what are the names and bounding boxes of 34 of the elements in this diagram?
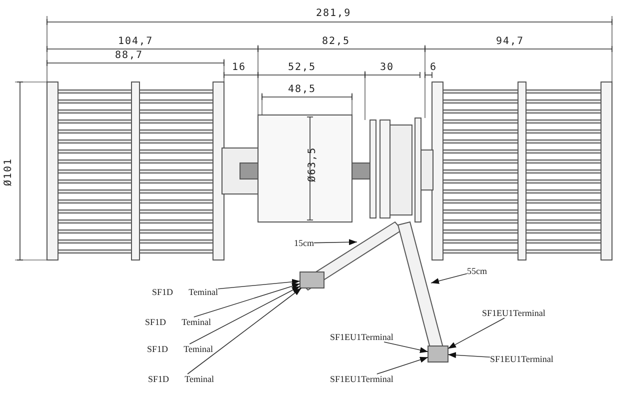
dimension-text: 16: [232, 62, 246, 73]
terminal-connector: [300, 272, 324, 288]
leader-line: [218, 278, 300, 290]
leader-line: [448, 352, 490, 358]
callout-label: SF1D Teminal: [145, 317, 211, 327]
dimension-text: 48,5: [288, 84, 316, 95]
leader-line: [189, 286, 300, 344]
dimension-text: 82,5: [322, 36, 350, 47]
dimension-text: 6: [430, 62, 438, 73]
leader-line: [448, 318, 505, 349]
leader-line: [430, 273, 468, 284]
callout-label: SF1D Teminal: [148, 374, 214, 384]
dimension-text: Ø101: [3, 158, 14, 186]
callout-label: SF1EU1Terminal: [330, 332, 394, 342]
dimension-text: 88,7: [115, 50, 144, 61]
terminal-connector: [428, 346, 448, 362]
dimension-text: 52,5: [288, 62, 316, 73]
callout-label: 55cm: [467, 266, 487, 276]
callout-label: SF1D Teminal: [147, 344, 213, 354]
dimension-text: 104,7: [118, 36, 154, 47]
callout-label: SF1EU1Terminal: [330, 374, 394, 384]
leader-line: [376, 356, 428, 374]
callout-label: SF1EU1Terminal: [482, 308, 546, 318]
leader-line: [194, 283, 300, 318]
dimension-text: 94,7: [496, 36, 524, 47]
callout-label: SF1D Teminal: [152, 287, 218, 297]
dimension-text: 281,9: [316, 8, 352, 19]
dimension-text: 30: [380, 62, 394, 73]
callout-label: 15cm: [294, 238, 314, 248]
dimension-text: Ø63,5: [307, 146, 318, 182]
leader-line: [187, 288, 302, 374]
callout-label: SF1EU1Terminal: [490, 354, 554, 364]
leader-line: [314, 239, 358, 246]
leader-line: [384, 342, 428, 353]
